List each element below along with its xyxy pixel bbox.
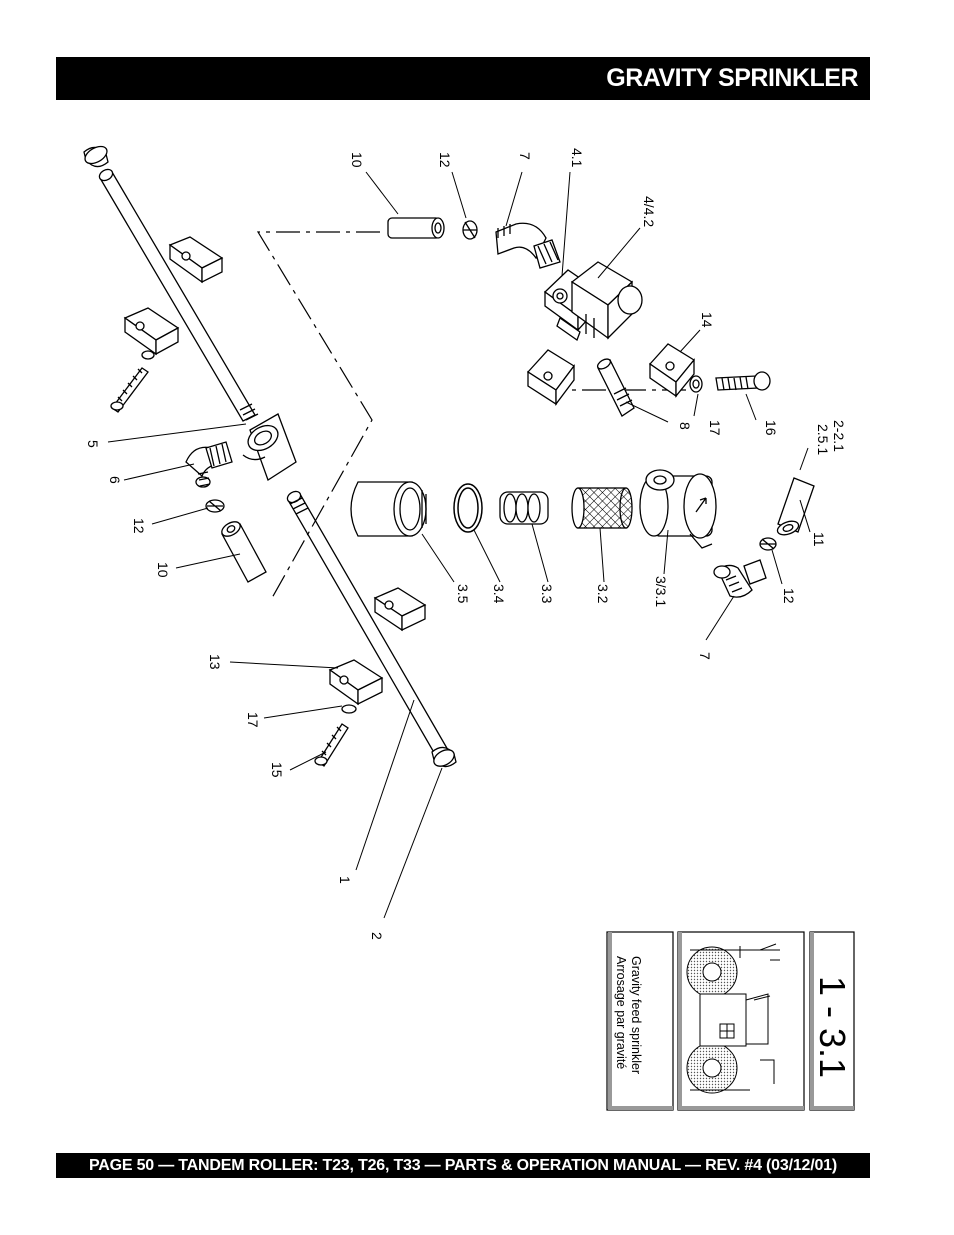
callout-16: 16: [763, 420, 779, 436]
leader-lines: [107, 171, 811, 919]
clamp-upper: [110, 236, 224, 413]
filter-mesh: [571, 487, 633, 529]
nipple: [596, 358, 635, 417]
callout-3-4: 3.4: [491, 584, 507, 604]
elbow-right: [713, 559, 767, 598]
footer-bar: PAGE 50 — TANDEM ROLLER: T23, T26, T33 —…: [56, 1153, 870, 1178]
filter-bowl: [350, 481, 427, 537]
clamp-lower: [314, 587, 427, 767]
filter-housing: [639, 469, 717, 549]
callout-8: 8: [677, 422, 693, 430]
reference-caption-fr: Arrosage par gravité: [614, 956, 628, 1069]
reference-code: 1 - 3.1: [812, 976, 853, 1078]
callout-4-4-2: 4/4.2: [641, 196, 657, 227]
end-cap-bottom: [431, 746, 457, 768]
callout-10-left: 10: [155, 562, 171, 578]
callout-17-left: 17: [245, 712, 261, 728]
nut-left: [205, 499, 225, 513]
hose-top: [387, 217, 445, 239]
solenoid-valve: [543, 261, 643, 342]
clamp-right: [527, 343, 771, 406]
o-ring: [453, 483, 483, 533]
callout-14: 14: [699, 312, 715, 328]
callout-6: 6: [107, 476, 123, 484]
callout-12-right: 12: [781, 588, 797, 604]
callout-3-3-1: 3/3.1: [653, 576, 669, 607]
footer-text: PAGE 50 — TANDEM ROLLER: T23, T26, T33 —…: [89, 1157, 837, 1174]
elbow-top: [495, 222, 561, 269]
tee-fitting: [242, 413, 297, 481]
end-cap-top: [83, 145, 109, 168]
nut-top: [462, 220, 478, 240]
nut-right: [759, 537, 777, 551]
callout-17-right: 17: [707, 420, 723, 436]
hose-left: [221, 521, 267, 583]
callout-2-5-1: 2.5.1: [815, 424, 831, 455]
callout-labels: 10 12 7 4.1 4/4.2 14 17 16 8 2-2.1 2.5.1…: [85, 148, 847, 940]
callout-10-top: 10: [349, 152, 365, 168]
callout-15: 15: [269, 762, 285, 778]
callout-7-bottom: 7: [697, 652, 713, 660]
callout-12-top: 12: [437, 152, 453, 168]
callout-7-top: 7: [517, 152, 533, 160]
callout-3-3: 3.3: [539, 584, 555, 604]
callout-13: 13: [207, 654, 223, 670]
roller-thumbnail: [686, 943, 780, 1094]
callout-2: 2: [369, 932, 385, 940]
filter-spring: [499, 491, 549, 525]
callout-4-1: 4.1: [569, 148, 585, 168]
callout-11: 11: [811, 532, 827, 547]
callout-5: 5: [85, 440, 101, 448]
reference-caption-en: Gravity feed sprinkler: [629, 956, 643, 1074]
callout-2-2-1: 2-2.1: [831, 420, 847, 452]
callout-1: 1: [337, 876, 353, 884]
header-bar: GRAVITY SPRINKLER: [56, 57, 870, 100]
elbow-left: [185, 441, 233, 488]
spray-tube-upper: [98, 168, 259, 422]
callout-3-2: 3.2: [595, 584, 611, 604]
callout-3-5: 3.5: [455, 584, 471, 604]
page-title: GRAVITY SPRINKLER: [606, 64, 858, 92]
callout-12-left: 12: [131, 518, 147, 534]
reference-box: Gravity feed sprinkler Arrosage par grav…: [606, 931, 855, 1111]
hose-right: [776, 477, 815, 536]
